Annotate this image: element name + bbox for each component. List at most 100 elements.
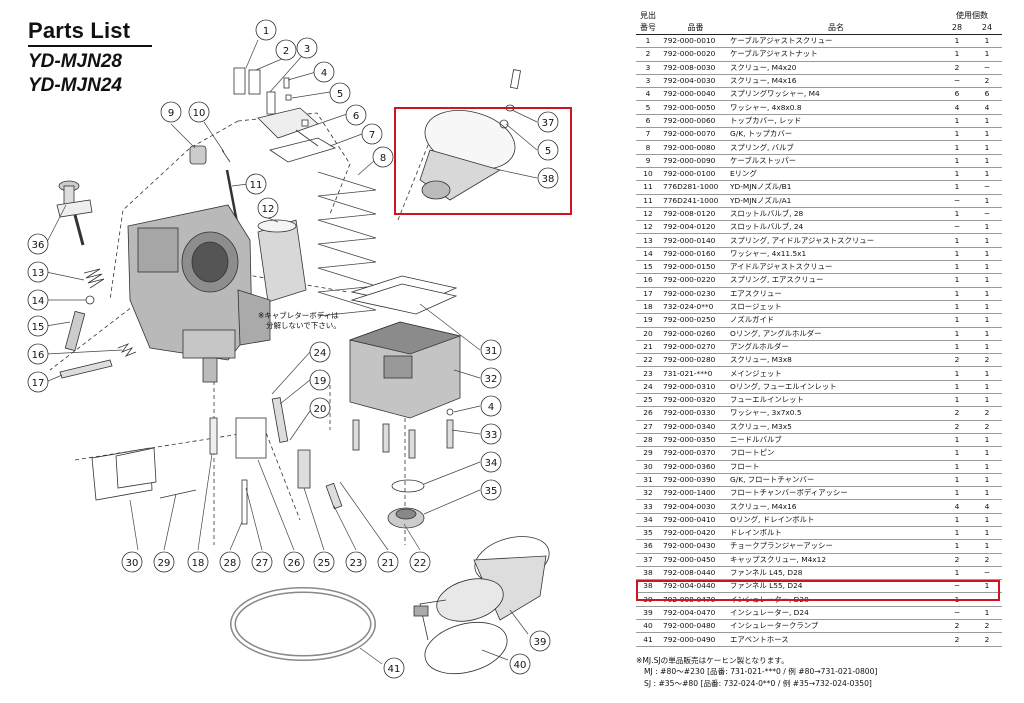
callout-22: 22 bbox=[414, 558, 427, 569]
callout-2: 2 bbox=[283, 46, 289, 57]
callout-24: 24 bbox=[314, 348, 327, 359]
row-no: 4 bbox=[645, 89, 651, 99]
row-part-number: 792-000-0350 bbox=[663, 435, 716, 445]
callout-29: 29 bbox=[158, 558, 171, 569]
callout-12: 12 bbox=[262, 204, 275, 215]
row-no: 11 bbox=[643, 195, 653, 205]
row-qty-28: 1 bbox=[954, 302, 960, 312]
row-no: 38 bbox=[643, 568, 653, 578]
row-part-number: 792-000-0280 bbox=[663, 355, 716, 365]
row-part-number: 792-000-0060 bbox=[663, 115, 716, 125]
row-no: 30 bbox=[643, 461, 653, 471]
footnote-line2: MJ : #80〜#230 [品番: 731-021-***0 / 例 #80→… bbox=[644, 667, 878, 677]
row-part-name: アイドルアジャストスクリュー bbox=[730, 262, 833, 272]
row-qty-24: 1 bbox=[984, 155, 990, 165]
row-qty-28: 1 bbox=[954, 248, 960, 258]
row-no: 35 bbox=[643, 528, 653, 538]
row-part-name: トップカバー, レッド bbox=[730, 115, 802, 125]
row-qty-28: 6 bbox=[954, 89, 960, 99]
row-qty-24: 1 bbox=[984, 302, 990, 312]
callout-7: 7 bbox=[369, 130, 375, 141]
row-part-number: 792-000-0100 bbox=[663, 169, 716, 179]
row-part-name: フロートチャンバーボディアッシー bbox=[730, 488, 848, 498]
callout-5: 5 bbox=[337, 89, 343, 100]
row-no: 10 bbox=[643, 169, 653, 179]
row-qty-24: 1 bbox=[984, 49, 990, 59]
row-part-name: スロージェット bbox=[730, 302, 782, 312]
row-no: 15 bbox=[643, 262, 653, 272]
callout-14: 14 bbox=[32, 296, 45, 307]
row-part-number: 792-000-0260 bbox=[663, 328, 716, 338]
row-qty-24: 1 bbox=[984, 222, 990, 232]
row-no: 36 bbox=[643, 541, 653, 551]
row-part-number: 792-000-0050 bbox=[663, 102, 716, 112]
callout-21: 21 bbox=[382, 558, 395, 569]
row-no: 21 bbox=[643, 341, 653, 351]
row-no: 20 bbox=[643, 328, 653, 338]
row-no: 37 bbox=[643, 554, 653, 564]
callout-numbers: 1 2 3 4 5 6 7 8 9 10 11 12 13 14 15 16 1… bbox=[32, 26, 555, 675]
row-no: 32 bbox=[643, 488, 653, 498]
row-qty-24: 1 bbox=[984, 368, 990, 378]
row-no: 3 bbox=[645, 62, 651, 72]
row-part-name: Eリング bbox=[730, 169, 757, 179]
row-part-number: 792-000-0430 bbox=[663, 541, 716, 551]
row-part-name: スプリング, エアスクリュー bbox=[730, 275, 824, 285]
row-qty-24: 1 bbox=[984, 328, 990, 338]
callout-39: 39 bbox=[534, 637, 547, 648]
callout-19: 19 bbox=[314, 376, 327, 387]
header-qty: 使用個数 bbox=[956, 11, 988, 20]
row-part-number: 792-008-0440 bbox=[663, 568, 716, 578]
row-qty-24: 1 bbox=[984, 528, 990, 538]
callout-17: 17 bbox=[32, 378, 45, 389]
callout-33: 33 bbox=[485, 430, 498, 441]
row-part-name: スプリング, アイドルアジャストスクリュー bbox=[730, 235, 875, 245]
callout-6: 6 bbox=[353, 111, 359, 122]
row-part-number: 792-000-0360 bbox=[663, 461, 716, 471]
row-part-number: 792-000-0340 bbox=[663, 421, 716, 431]
row-qty-28: 1 bbox=[954, 341, 960, 351]
row-qty-28: 1 bbox=[954, 262, 960, 272]
row-part-name: ニードルバルブ bbox=[730, 435, 782, 445]
row-part-name: Oリング, アングルホルダー bbox=[730, 328, 822, 338]
row-part-number: 792-004-0470 bbox=[663, 607, 716, 617]
row-part-name: G/K, トップカバー bbox=[730, 129, 793, 139]
callout-15: 15 bbox=[32, 322, 45, 333]
row-part-name: ワッシャー, 4x8x0.8 bbox=[730, 102, 802, 112]
row-no: 38 bbox=[643, 581, 653, 591]
row-no: 7 bbox=[645, 129, 651, 139]
callout-1: 1 bbox=[263, 26, 269, 37]
row-part-name: フューエルインレット bbox=[730, 395, 804, 405]
callout-40: 40 bbox=[514, 660, 527, 671]
callout-25: 25 bbox=[318, 558, 331, 569]
row-qty-24: 1 bbox=[984, 381, 990, 391]
row-part-name: スロットルバルブ, 28 bbox=[730, 209, 804, 218]
row-qty-28: 1 bbox=[954, 275, 960, 285]
row-part-number: 792-000-0250 bbox=[663, 315, 716, 325]
top-cover-parts bbox=[233, 67, 336, 163]
row-part-number: 792-000-0310 bbox=[663, 381, 716, 391]
callout-23: 23 bbox=[350, 558, 363, 569]
row-part-name: G/K, フロートチャンバー bbox=[730, 474, 815, 484]
row-qty-24: 2 bbox=[984, 634, 990, 644]
